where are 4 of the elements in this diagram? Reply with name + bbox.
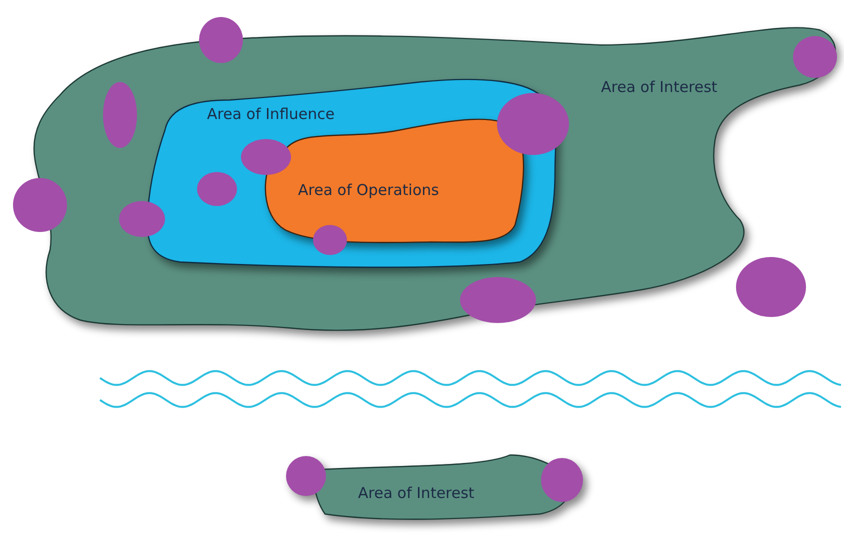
region-label: Area of Operations xyxy=(298,181,439,199)
region-label: Area of Influence xyxy=(207,105,335,123)
region-label: Area of Interest xyxy=(601,78,718,96)
region-label: Area of Interest xyxy=(358,484,474,502)
